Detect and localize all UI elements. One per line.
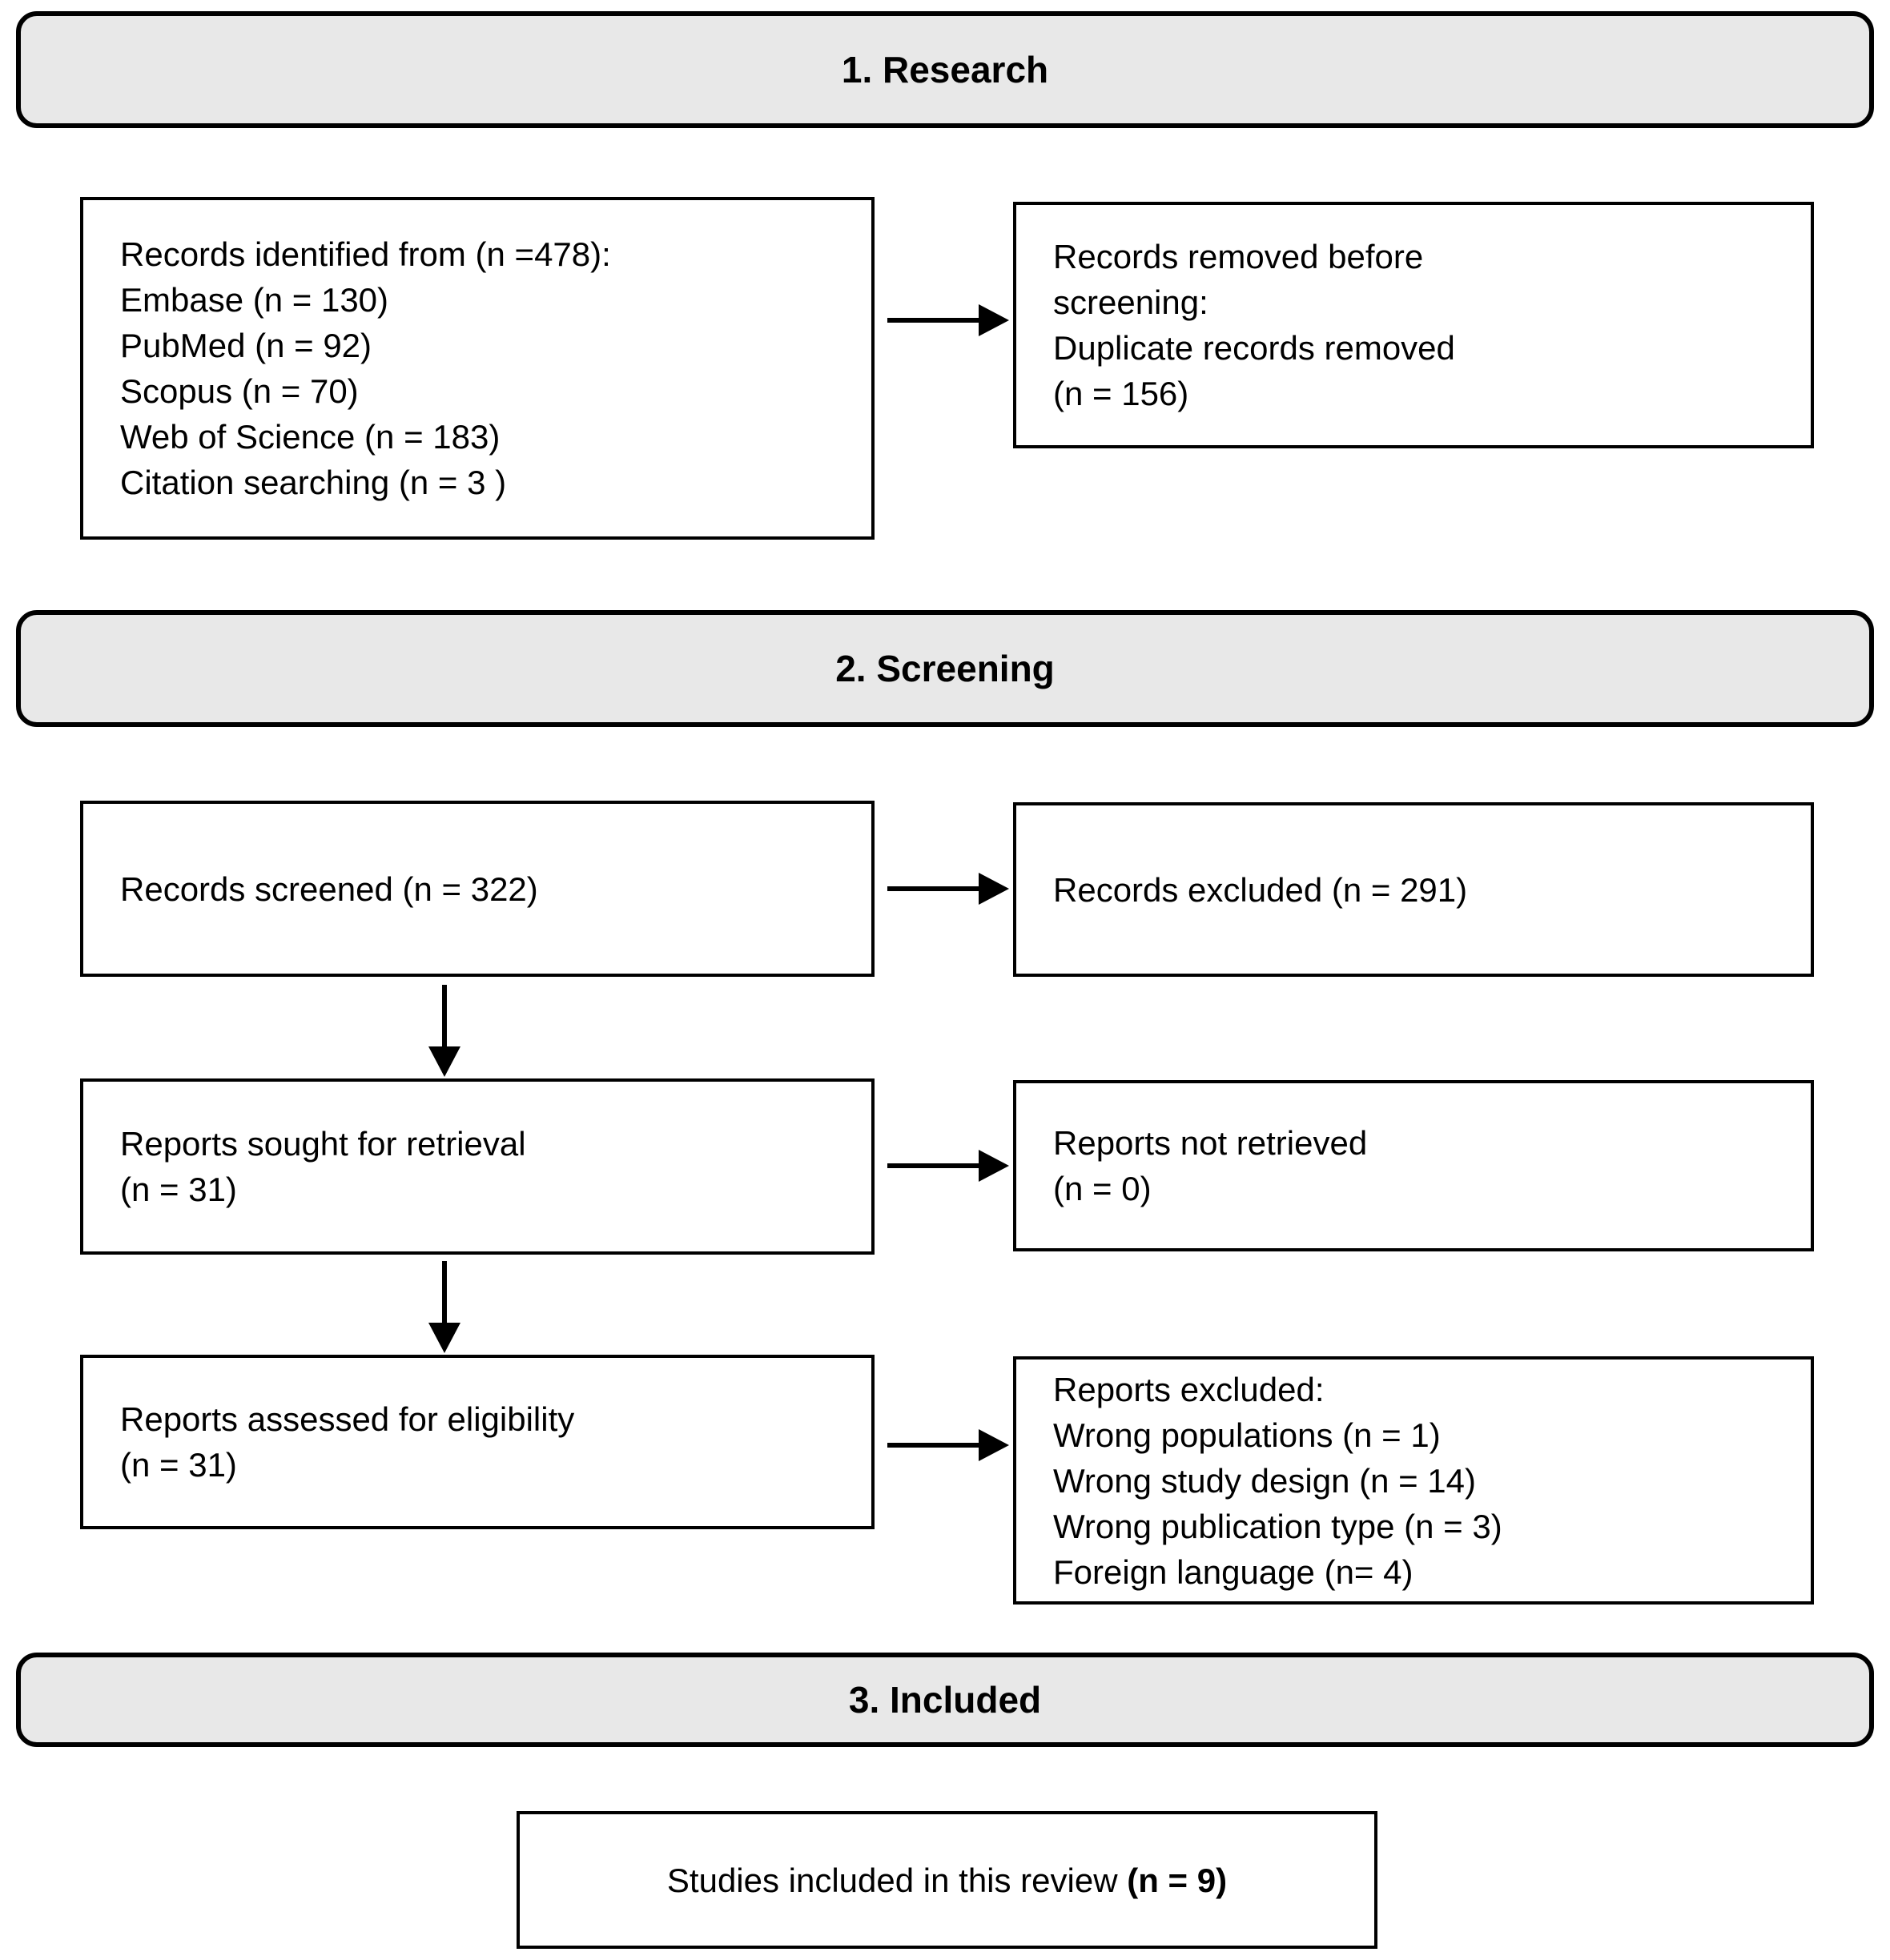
reports-excluded-line: Wrong study design (n = 14) xyxy=(1053,1461,1477,1500)
box-records-identified: Records identified from (n =478): Embase… xyxy=(80,197,875,540)
records-screened-line: Records screened (n = 322) xyxy=(120,870,538,908)
arrow-head-right-icon xyxy=(979,873,1009,905)
arrow-head-right-icon xyxy=(979,304,1009,336)
reports-not-retrieved-line: Reports not retrieved xyxy=(1053,1124,1368,1162)
box-records-removed: Records removed before screening: Duplic… xyxy=(1013,202,1814,448)
arrow-shaft xyxy=(887,886,980,891)
records-identified-line: Records identified from (n =478): xyxy=(120,235,611,273)
section-banner-screening-label: 2. Screening xyxy=(835,648,1055,689)
records-identified-line: Embase (n = 130) xyxy=(120,281,389,319)
arrow-shaft xyxy=(887,318,980,323)
arrow-screened-to-excluded xyxy=(887,873,1009,905)
box-records-screened: Records screened (n = 322) xyxy=(80,801,875,977)
arrow-identified-to-removed xyxy=(887,304,1009,336)
records-removed-line: screening: xyxy=(1053,283,1208,321)
reports-assessed-line: (n = 31) xyxy=(120,1446,237,1484)
arrow-shaft xyxy=(887,1443,980,1448)
arrow-head-down-icon xyxy=(428,1046,460,1077)
section-banner-included: 3. Included xyxy=(16,1653,1874,1747)
arrow-head-right-icon xyxy=(979,1150,1009,1182)
arrow-sought-to-assessed xyxy=(428,1261,460,1353)
arrow-shaft xyxy=(442,985,447,1048)
records-removed-line: (n = 156) xyxy=(1053,375,1189,412)
arrow-head-right-icon xyxy=(979,1429,1009,1461)
box-reports-assessed: Reports assessed for eligibility (n = 31… xyxy=(80,1355,875,1529)
records-excluded-line: Records excluded (n = 291) xyxy=(1053,870,1468,909)
box-reports-excluded: Reports excluded: Wrong populations (n =… xyxy=(1013,1356,1814,1605)
records-removed-line: Records removed before xyxy=(1053,238,1424,275)
section-banner-included-label: 3. Included xyxy=(848,1679,1042,1721)
box-reports-sought: Reports sought for retrieval (n = 31) xyxy=(80,1078,875,1255)
records-removed-line: Duplicate records removed xyxy=(1053,329,1455,367)
arrow-head-down-icon xyxy=(428,1323,460,1353)
reports-excluded-line: Foreign language (n= 4) xyxy=(1053,1552,1413,1591)
box-records-excluded: Records excluded (n = 291) xyxy=(1013,802,1814,977)
arrow-shaft xyxy=(442,1261,447,1324)
records-identified-line: PubMed (n = 92) xyxy=(120,327,372,364)
reports-not-retrieved-line: (n = 0) xyxy=(1053,1170,1152,1207)
records-identified-line: Citation searching (n = 3 ) xyxy=(120,464,507,501)
reports-sought-line: Reports sought for retrieval xyxy=(120,1125,526,1163)
studies-included-text: Studies included in this review xyxy=(666,1861,1128,1899)
reports-excluded-line: Reports excluded: xyxy=(1053,1370,1325,1408)
reports-sought-line: (n = 31) xyxy=(120,1171,237,1208)
box-reports-not-retrieved: Reports not retrieved (n = 0) xyxy=(1013,1080,1814,1251)
section-banner-screening: 2. Screening xyxy=(16,610,1874,727)
records-identified-line: Scopus (n = 70) xyxy=(120,372,359,410)
studies-included-count: (n = 9) xyxy=(1127,1861,1228,1899)
records-identified-line: Web of Science (n = 183) xyxy=(120,418,501,456)
arrow-sought-to-notretrieved xyxy=(887,1150,1009,1182)
reports-excluded-line: Wrong publication type (n = 3) xyxy=(1053,1507,1502,1545)
section-banner-research-label: 1. Research xyxy=(841,49,1049,90)
arrow-assessed-to-excluded xyxy=(887,1429,1009,1461)
box-studies-included: Studies included in this review (n = 9) xyxy=(517,1811,1377,1949)
arrow-shaft xyxy=(887,1163,980,1168)
reports-excluded-line: Wrong populations (n = 1) xyxy=(1053,1416,1441,1454)
section-banner-research: 1. Research xyxy=(16,11,1874,128)
arrow-screened-to-sought xyxy=(428,985,460,1077)
reports-assessed-line: Reports assessed for eligibility xyxy=(120,1400,575,1438)
